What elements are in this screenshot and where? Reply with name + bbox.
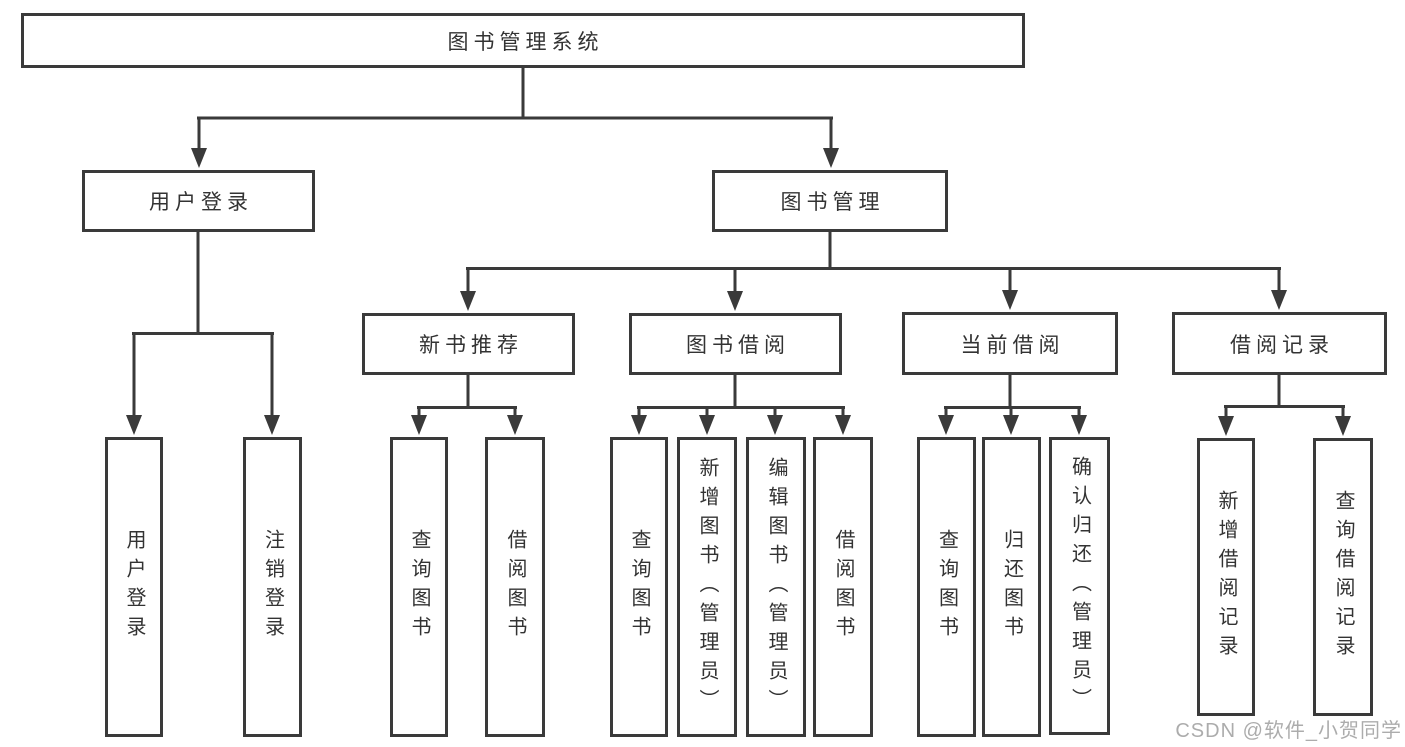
node-new-book-recommend: 新书推荐: [362, 313, 575, 375]
leaf-return-books-label: 归还图书: [1000, 529, 1023, 645]
leaf-add-books-admin: 新增图书（管理员）: [677, 437, 737, 737]
leaf-confirm-return-admin: 确认归还（管理员）: [1049, 437, 1110, 735]
leaf-query-books-recommend: 查询图书: [390, 437, 448, 737]
leaf-user-login: 用户登录: [105, 437, 163, 737]
leaf-logout: 注销登录: [243, 437, 302, 737]
leaf-add-borrow-record-label: 新增借阅记录: [1215, 490, 1237, 664]
leaf-user-login-label: 用户登录: [123, 529, 145, 645]
node-root: 图书管理系统: [21, 13, 1025, 68]
node-current-borrow: 当前借阅: [902, 312, 1118, 375]
leaf-query-books-current-label: 查询图书: [935, 529, 958, 645]
leaf-confirm-return-admin-label: 确认归还（管理员）: [1068, 455, 1091, 717]
leaf-edit-books-admin-label: 编辑图书（管理员）: [765, 456, 787, 718]
leaf-borrow-books-recommend-label: 借阅图书: [504, 529, 526, 645]
leaf-borrow-books: 借阅图书: [813, 437, 873, 737]
leaf-query-books-current: 查询图书: [917, 437, 976, 737]
node-book-management-label: 图书管理: [780, 191, 885, 214]
node-book-borrow: 图书借阅: [629, 313, 842, 375]
leaf-add-books-admin-label: 新增图书（管理员）: [696, 456, 718, 718]
leaf-return-books: 归还图书: [982, 437, 1041, 737]
node-root-label: 图书管理系统: [447, 30, 604, 54]
node-borrow-records: 借阅记录: [1172, 312, 1387, 375]
csdn-watermark: CSDN @软件_小贺同学: [1175, 720, 1402, 742]
leaf-borrow-books-label: 借阅图书: [832, 529, 854, 645]
leaf-query-books-borrow-label: 查询图书: [628, 529, 650, 645]
leaf-add-borrow-record: 新增借阅记录: [1197, 438, 1255, 716]
node-book-borrow-label: 图书借阅: [686, 334, 790, 357]
leaf-logout-label: 注销登录: [261, 529, 284, 645]
node-borrow-records-label: 借阅记录: [1230, 333, 1334, 357]
leaf-query-books-borrow: 查询图书: [610, 437, 668, 737]
node-user-login: 用户登录: [82, 170, 315, 232]
leaf-query-borrow-record-label: 查询借阅记录: [1332, 490, 1354, 664]
node-user-login-label: 用户登录: [149, 191, 253, 214]
leaf-borrow-books-recommend: 借阅图书: [485, 437, 545, 737]
leaf-query-borrow-record: 查询借阅记录: [1313, 438, 1373, 716]
leaf-query-books-recommend-label: 查询图书: [408, 529, 430, 645]
node-new-book-recommend-label: 新书推荐: [419, 334, 523, 357]
node-book-management: 图书管理: [712, 170, 948, 232]
node-current-borrow-label: 当前借阅: [960, 333, 1065, 357]
leaf-edit-books-admin: 编辑图书（管理员）: [746, 437, 806, 737]
